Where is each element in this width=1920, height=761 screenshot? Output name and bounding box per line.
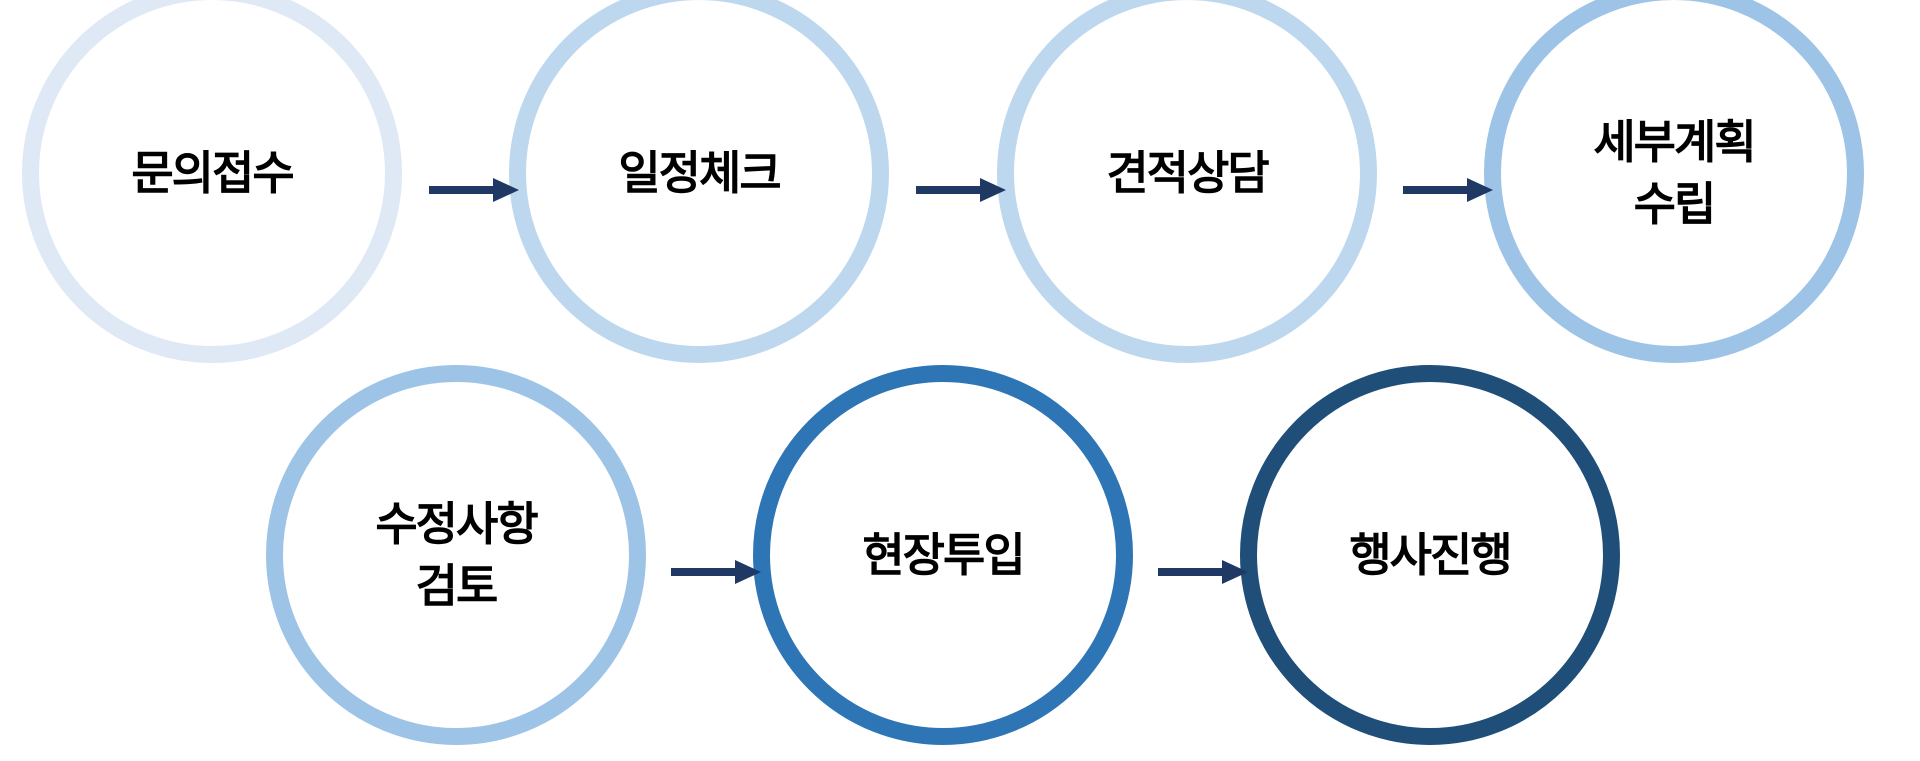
step-6-circle: 현장투입 <box>753 365 1133 745</box>
step-label: 행사진행 <box>1349 528 1512 582</box>
arrow-right-icon <box>429 175 519 205</box>
step-label: 현장투입 <box>862 528 1025 582</box>
step-label: 견적상담 <box>1106 146 1269 200</box>
step-7-circle: 행사진행 <box>1240 365 1620 745</box>
step-3-circle: 견적상담 <box>997 0 1377 363</box>
step-label: 문의접수 <box>131 146 294 200</box>
arrow-right-icon <box>1158 557 1248 587</box>
step-2-circle: 일정체크 <box>509 0 889 363</box>
step-1-circle: 문의접수 <box>22 0 402 363</box>
step-label: 세부계획 수립 <box>1593 115 1756 231</box>
step-label: 수정사항 검토 <box>375 497 538 613</box>
step-label: 일정체크 <box>618 146 781 200</box>
step-5-circle: 수정사항 검토 <box>266 365 646 745</box>
arrow-right-icon <box>916 175 1006 205</box>
arrow-right-icon <box>1403 175 1493 205</box>
arrow-right-icon <box>671 557 761 587</box>
step-4-circle: 세부계획 수립 <box>1484 0 1864 363</box>
